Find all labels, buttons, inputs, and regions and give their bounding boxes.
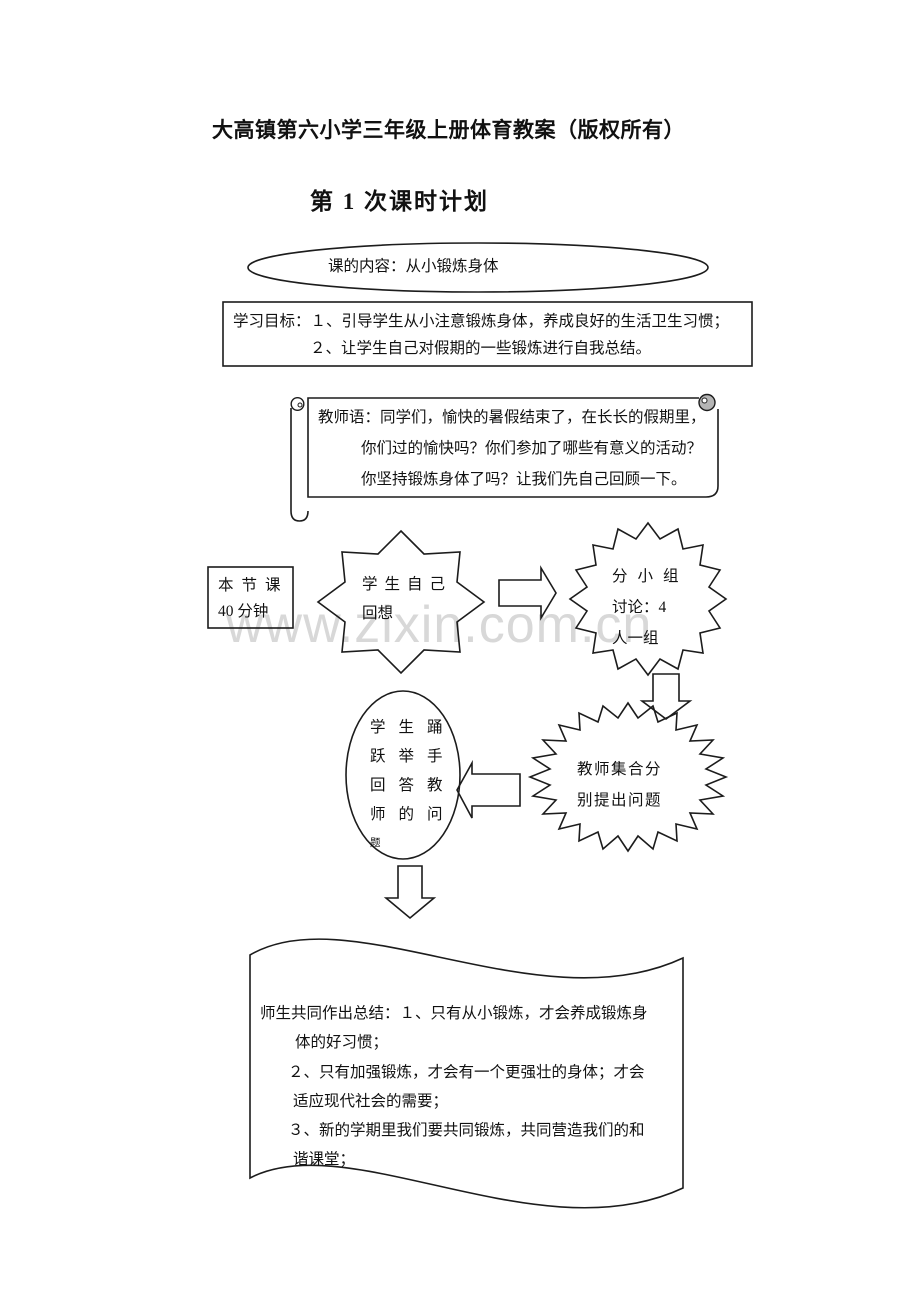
summary-line-4: 适应现代社会的需要； [293,1092,449,1110]
teacher-burst-text: 教师集合分 别提出问题 [577,754,662,816]
scroll-panel [307,397,719,498]
arrow-down-icon-2 [383,865,437,920]
recall-star-text: 学生自己 回想 [362,570,452,628]
duration-box-shape [207,566,294,629]
summary-line-1: 师生共同作出总结：１、只有从小锻炼，才会养成锻炼身 [260,1005,648,1022]
scroll-shape [290,393,719,522]
answer-line-4: 师的问 [370,806,456,823]
group-line-2: 讨论：4 [612,599,667,616]
recall-line-1: 学生自己 [362,576,453,593]
arrow-down-icon [639,673,693,720]
goals-box-text: 学习目标：１、引导学生从小注意锻炼身体，养成良好的生活卫生习惯； ２、让学生自己… [233,308,729,362]
answer-ellipse-shape [345,690,461,860]
teacher-scroll-text: 教师语：同学们，愉快的暑假结束了，在长长的假期里， 你们过的愉快吗？你们参加了哪… [318,402,706,495]
answer-line-5: 题 [370,838,381,849]
scroll-line-3: 你坚持锻炼身体了吗？让我们先自己回顾一下。 [361,471,687,488]
answer-ellipse-text: 学生踊 跃举手 回答教 师的问 题 [370,713,456,858]
scroll-line-1: 教师语：同学们，愉快的暑假结束了，在长长的假期里， [318,409,706,426]
arrow-left-icon [456,759,521,819]
scroll-curl-hole [701,397,708,404]
duration-line-2: 40 分钟 [218,603,269,620]
summary-line-3: ２、只有加强锻炼，才会有一个更强壮的身体；才会 [288,1063,645,1081]
scroll-curl-dot [297,402,303,408]
goals-line-1: 学习目标：１、引导学生从小注意锻炼身体，养成良好的生活卫生习惯； [233,313,730,330]
goals-box-shape [222,301,753,367]
group-line-3: 人一组 [612,630,659,647]
page-subtitle: 第 1 次课时计划 [310,189,489,214]
answer-line-1: 学生踊 [370,719,456,736]
scroll-line-2: 你们过的愉快吗？你们参加了哪些有意义的活动？ [361,440,703,457]
answer-line-2: 跃举手 [370,748,456,765]
content-ellipse-shape [247,242,709,293]
summary-line-5: ３、新的学期里我们要共同锻炼，共同营造我们的和 [288,1122,645,1140]
goals-line-2: ２、让学生自己对假期的一些锻炼进行自我总结。 [310,340,652,357]
group-burst-shape [568,521,728,677]
duration-line-1: 本节课 [218,577,289,594]
teacher-line-2: 别提出问题 [577,792,663,809]
teacher-line-1: 教师集合分 [577,761,663,778]
summary-line-6: 谐课堂； [293,1151,356,1169]
scroll-left-roll [290,408,309,522]
group-burst-text: 分小组 讨论：4 人一组 [612,561,689,654]
teacher-burst-shape [527,701,729,853]
duration-box-text: 本节课 40 分钟 [218,573,289,625]
answer-line-3: 回答教 [370,777,456,794]
group-line-1: 分小组 [612,568,689,585]
recall-star-shape [316,529,486,675]
arrow-right-icon [498,565,557,621]
summary-wave-shape [249,938,684,1209]
content-ellipse-label: 课的内容：从小锻炼身体 [328,258,499,275]
recall-line-2: 回想 [362,605,394,622]
summary-wave-text: 师生共同作出总结：１、只有从小锻炼，才会养成锻炼身 体的好习惯； ２、只有加强锻… [260,999,648,1175]
page-title: 大高镇第六小学三年级上册体育教案（版权所有） [212,118,685,142]
summary-line-2: 体的好习惯； [295,1034,389,1052]
